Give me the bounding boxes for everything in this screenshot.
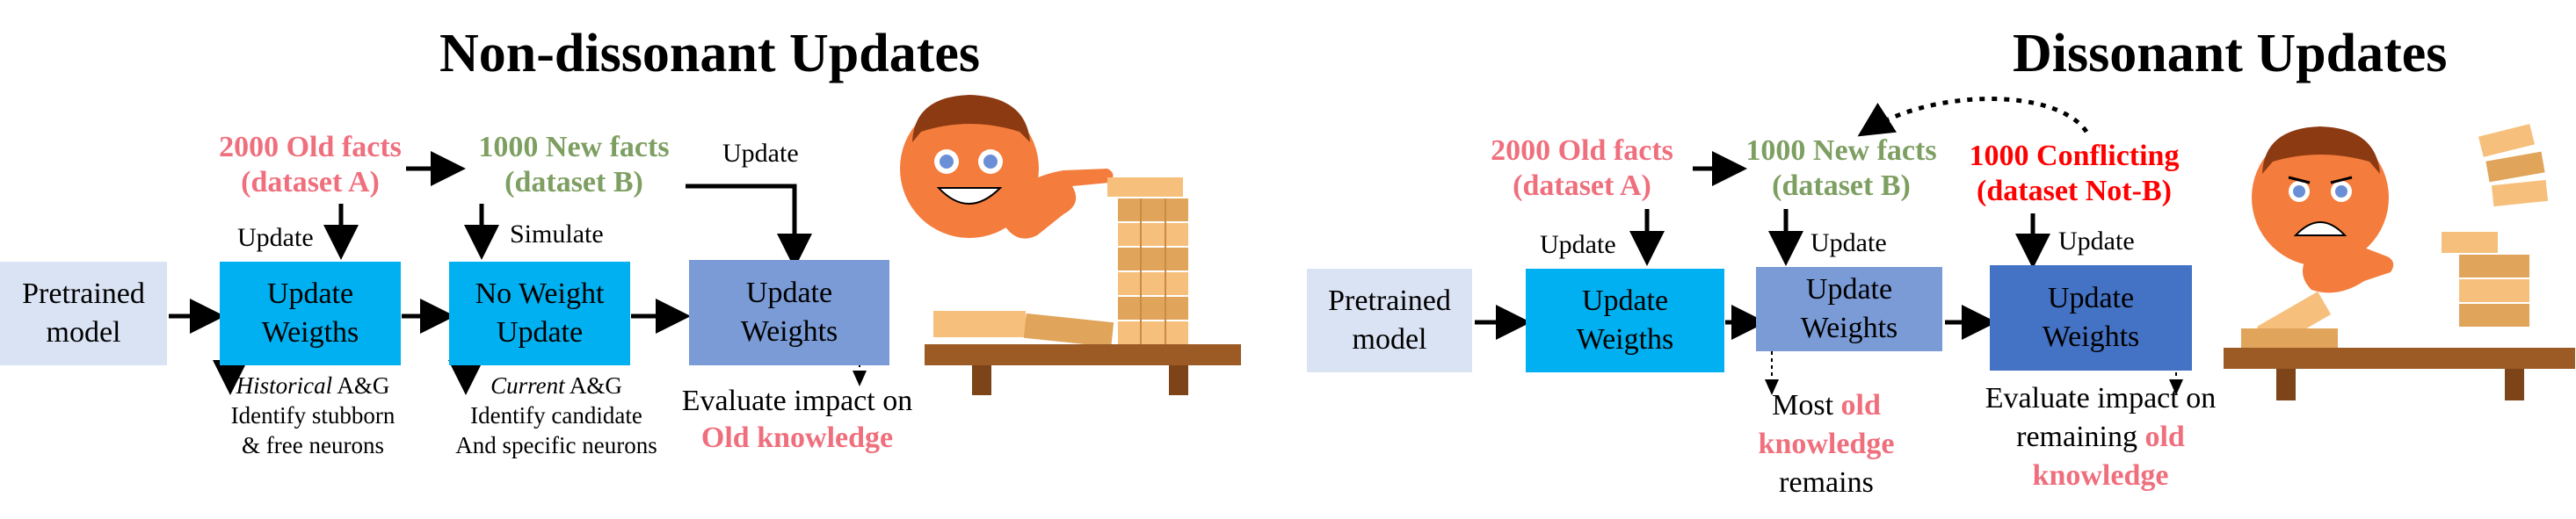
left-illustration bbox=[900, 95, 1241, 395]
left-note-current: Current A&G Identify candidate And speci… bbox=[446, 371, 666, 460]
left-fact-a: 2000 Old facts (dataset A) bbox=[192, 130, 429, 200]
right-note-remains-line: remains bbox=[1779, 466, 1874, 499]
right-fact-b-line1: 1000 New facts bbox=[1745, 134, 1937, 167]
table-icon-right bbox=[2224, 348, 2575, 400]
right-note-remains: Most old knowledge remains bbox=[1738, 386, 1914, 502]
left-box2-line1: No Weight bbox=[475, 278, 605, 310]
right-eval-line1: Evaluate impact on bbox=[1985, 382, 2217, 414]
right-eval-note: Evaluate impact on remaining old knowled… bbox=[1969, 379, 2232, 495]
right-note-old: old bbox=[1840, 389, 1881, 422]
left-fact-b-line2: (dataset B) bbox=[504, 166, 643, 198]
right-illustration bbox=[2224, 124, 2575, 400]
left-note-historical: Historical A&G Identify stubborn & free … bbox=[225, 371, 401, 460]
right-eval-old: old bbox=[2144, 421, 2185, 453]
right-box3-line1: Update bbox=[2047, 282, 2135, 314]
left-note-historical-line1: Identify stubborn bbox=[230, 402, 395, 429]
left-simulate-label: Simulate bbox=[510, 220, 604, 249]
right-update-label-b: Update bbox=[1810, 228, 1887, 257]
left-fact-a-line2: (dataset A) bbox=[241, 166, 380, 198]
right-fact-a: 2000 Old facts (dataset A) bbox=[1468, 133, 1696, 204]
right-update-label-a: Update bbox=[1540, 230, 1616, 259]
right-box2-line1: Update bbox=[1805, 273, 1893, 306]
left-title: Non-dissonant Updates bbox=[439, 24, 981, 83]
right-pretrained-line2: model bbox=[1352, 323, 1427, 356]
falling-jenga-icon bbox=[933, 311, 1114, 348]
hand-icon bbox=[998, 169, 1114, 239]
right-note-knowledge: knowledge bbox=[1758, 428, 1895, 460]
right-update-label-c: Update bbox=[2058, 227, 2135, 256]
right-fact-c-line1: 1000 Conflicting bbox=[1969, 140, 2180, 172]
left-update-label-top: Update bbox=[722, 139, 799, 168]
arrow-update-to-box3 bbox=[686, 184, 812, 269]
jenga-tower-icon bbox=[1107, 177, 1188, 344]
right-fact-c-line2: (dataset Not-B) bbox=[1977, 175, 2172, 207]
right-pretrained-box: Pretrained model bbox=[1307, 269, 1472, 372]
right-box1-line1: Update bbox=[1581, 285, 1669, 317]
worried-face-icon bbox=[2252, 126, 2389, 266]
left-eval-line: Evaluate impact on bbox=[681, 385, 913, 417]
left-fact-b-line1: 1000 New facts bbox=[478, 131, 670, 163]
left-pretrained-line2: model bbox=[46, 316, 121, 349]
left-fact-a-line1: 2000 Old facts bbox=[219, 131, 402, 163]
right-eval-line2: remaining bbox=[2016, 421, 2137, 453]
right-box1-line2: Weigths bbox=[1576, 323, 1674, 356]
right-note-most: Most bbox=[1772, 389, 1834, 422]
arrow-r-conflict-to-new bbox=[1857, 97, 2089, 137]
left-eval-note: Evaluate impact on Old knowledge bbox=[678, 383, 916, 457]
right-fact-a-line2: (dataset A) bbox=[1513, 169, 1651, 202]
left-note-current-rest: A&G bbox=[564, 372, 622, 399]
left-box1-line2: Weigths bbox=[261, 316, 359, 349]
left-note-current-line2: And specific neurons bbox=[455, 432, 657, 458]
left-eval-highlight: Old knowledge bbox=[700, 422, 894, 454]
right-fact-b-line2: (dataset B) bbox=[1772, 169, 1911, 202]
left-note-historical-line2: & free neurons bbox=[242, 432, 384, 458]
left-note-current-em: Current bbox=[490, 372, 565, 399]
left-pretrained-line1: Pretrained bbox=[22, 278, 145, 310]
right-fact-c: 1000 Conflicting (dataset Not-B) bbox=[1969, 139, 2180, 209]
left-pretrained-box: Pretrained model bbox=[0, 262, 167, 365]
hand-icon-right bbox=[2303, 241, 2394, 293]
left-note-historical-em: Historical bbox=[236, 372, 333, 399]
left-box1-line1: Update bbox=[266, 278, 354, 310]
left-box3-line1: Update bbox=[745, 277, 833, 309]
left-box2-line2: Update bbox=[496, 316, 584, 349]
right-box3-line2: Weights bbox=[2042, 321, 2140, 353]
right-title: Dissonant Updates bbox=[2013, 24, 2448, 83]
left-note-current-line1: Identify candidate bbox=[470, 402, 642, 429]
right-pretrained-line1: Pretrained bbox=[1328, 285, 1451, 317]
left-update-label-a: Update bbox=[237, 223, 314, 252]
table-icon bbox=[925, 344, 1241, 395]
right-fact-b: 1000 New facts (dataset B) bbox=[1723, 133, 1960, 204]
left-fact-b: 1000 New facts (dataset B) bbox=[455, 130, 693, 200]
right-eval-knowledge: knowledge bbox=[2032, 459, 2169, 492]
right-box2-line2: Weights bbox=[1800, 312, 1898, 344]
collapsing-jenga-icon bbox=[2241, 124, 2549, 355]
left-note-historical-rest: A&G bbox=[332, 372, 390, 399]
right-fact-a-line1: 2000 Old facts bbox=[1491, 134, 1673, 167]
left-box3-line2: Weights bbox=[740, 315, 838, 348]
